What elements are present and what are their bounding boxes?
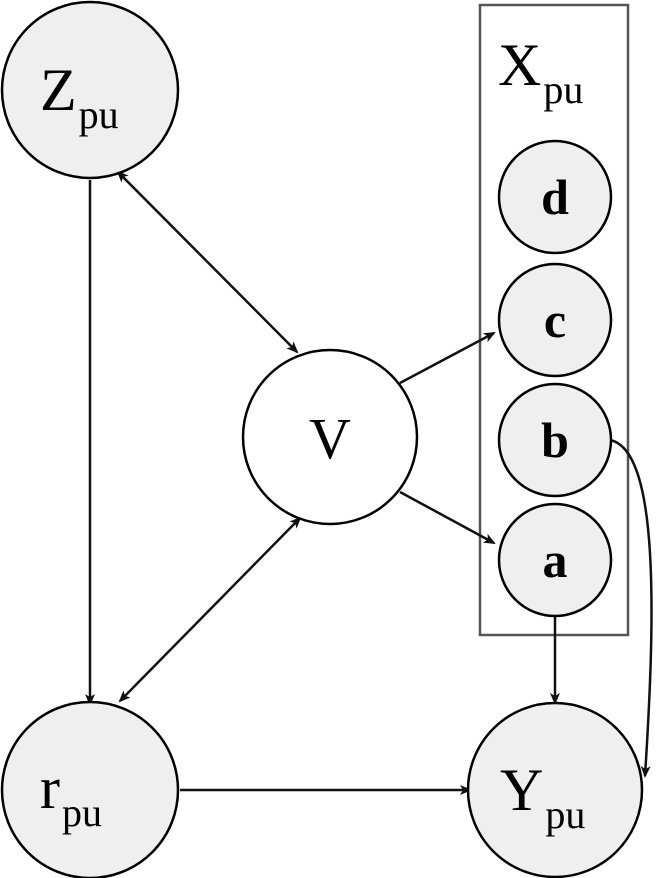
edge-z-v-bidirectional [116, 170, 299, 354]
svg-text:Ypu: Ypu [500, 757, 585, 837]
node-c: c [497, 262, 613, 378]
svg-text:c: c [544, 292, 566, 348]
svg-text:Zpu: Zpu [40, 57, 119, 137]
edge-v-to-c [399, 331, 496, 385]
svg-text:V: V [309, 406, 351, 471]
node-v: V [241, 348, 419, 526]
svg-text:b: b [541, 412, 569, 468]
svg-text:rpu: rpu [40, 755, 102, 835]
node-a: a [497, 502, 613, 618]
edge-r-v-bidirectional [118, 516, 302, 703]
node-r-pu: rpu [0, 700, 180, 878]
edge-v-to-a [399, 490, 496, 545]
node-y-pu: Ypu [466, 701, 644, 878]
svg-text:a: a [543, 532, 568, 588]
node-d: d [497, 139, 613, 255]
plate-label: Xpu [498, 32, 583, 112]
edge-b-to-y [609, 438, 653, 778]
svg-text:d: d [541, 169, 569, 225]
node-z-pu: Zpu [0, 0, 180, 180]
node-b: b [497, 382, 613, 498]
